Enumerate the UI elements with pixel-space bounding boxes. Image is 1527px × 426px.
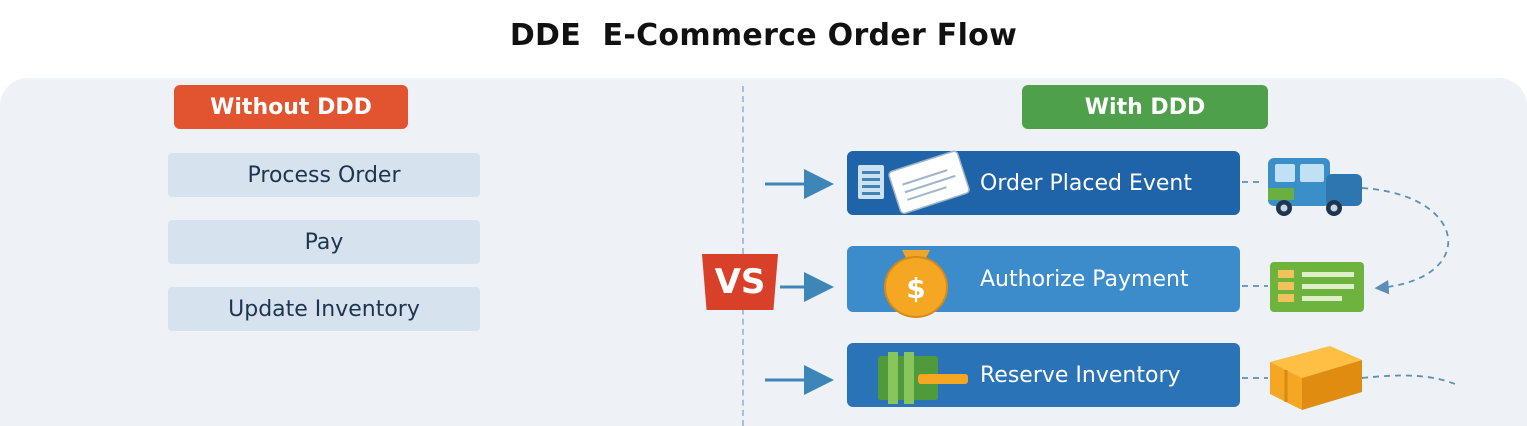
step-pay: Pay [168,220,480,264]
shipping-box-icon [1270,346,1362,410]
step-process-order: Process Order [168,153,480,197]
with-ddd-badge: With DDD [1022,85,1268,129]
step-update-inventory: Update Inventory [168,287,480,331]
order-document-icon [858,150,970,215]
svg-text:$: $ [906,272,925,305]
vs-badge: VS [702,254,778,310]
event-authorize-payment-label: Authorize Payment [980,266,1189,292]
diagram-title: DDE E-Commerce Order Flow [509,18,1018,53]
event-order-placed-label: Order Placed Event [980,170,1192,196]
payment-card-icon [1270,262,1364,312]
event-flow-connector [1242,181,1456,385]
event-reserve-inventory-label: Reserve Inventory [980,362,1181,388]
money-bag-icon: $ [884,250,948,318]
delivery-truck-icon [1268,158,1362,216]
inventory-package-icon [878,352,968,404]
without-ddd-badge: Without DDD [174,85,408,129]
